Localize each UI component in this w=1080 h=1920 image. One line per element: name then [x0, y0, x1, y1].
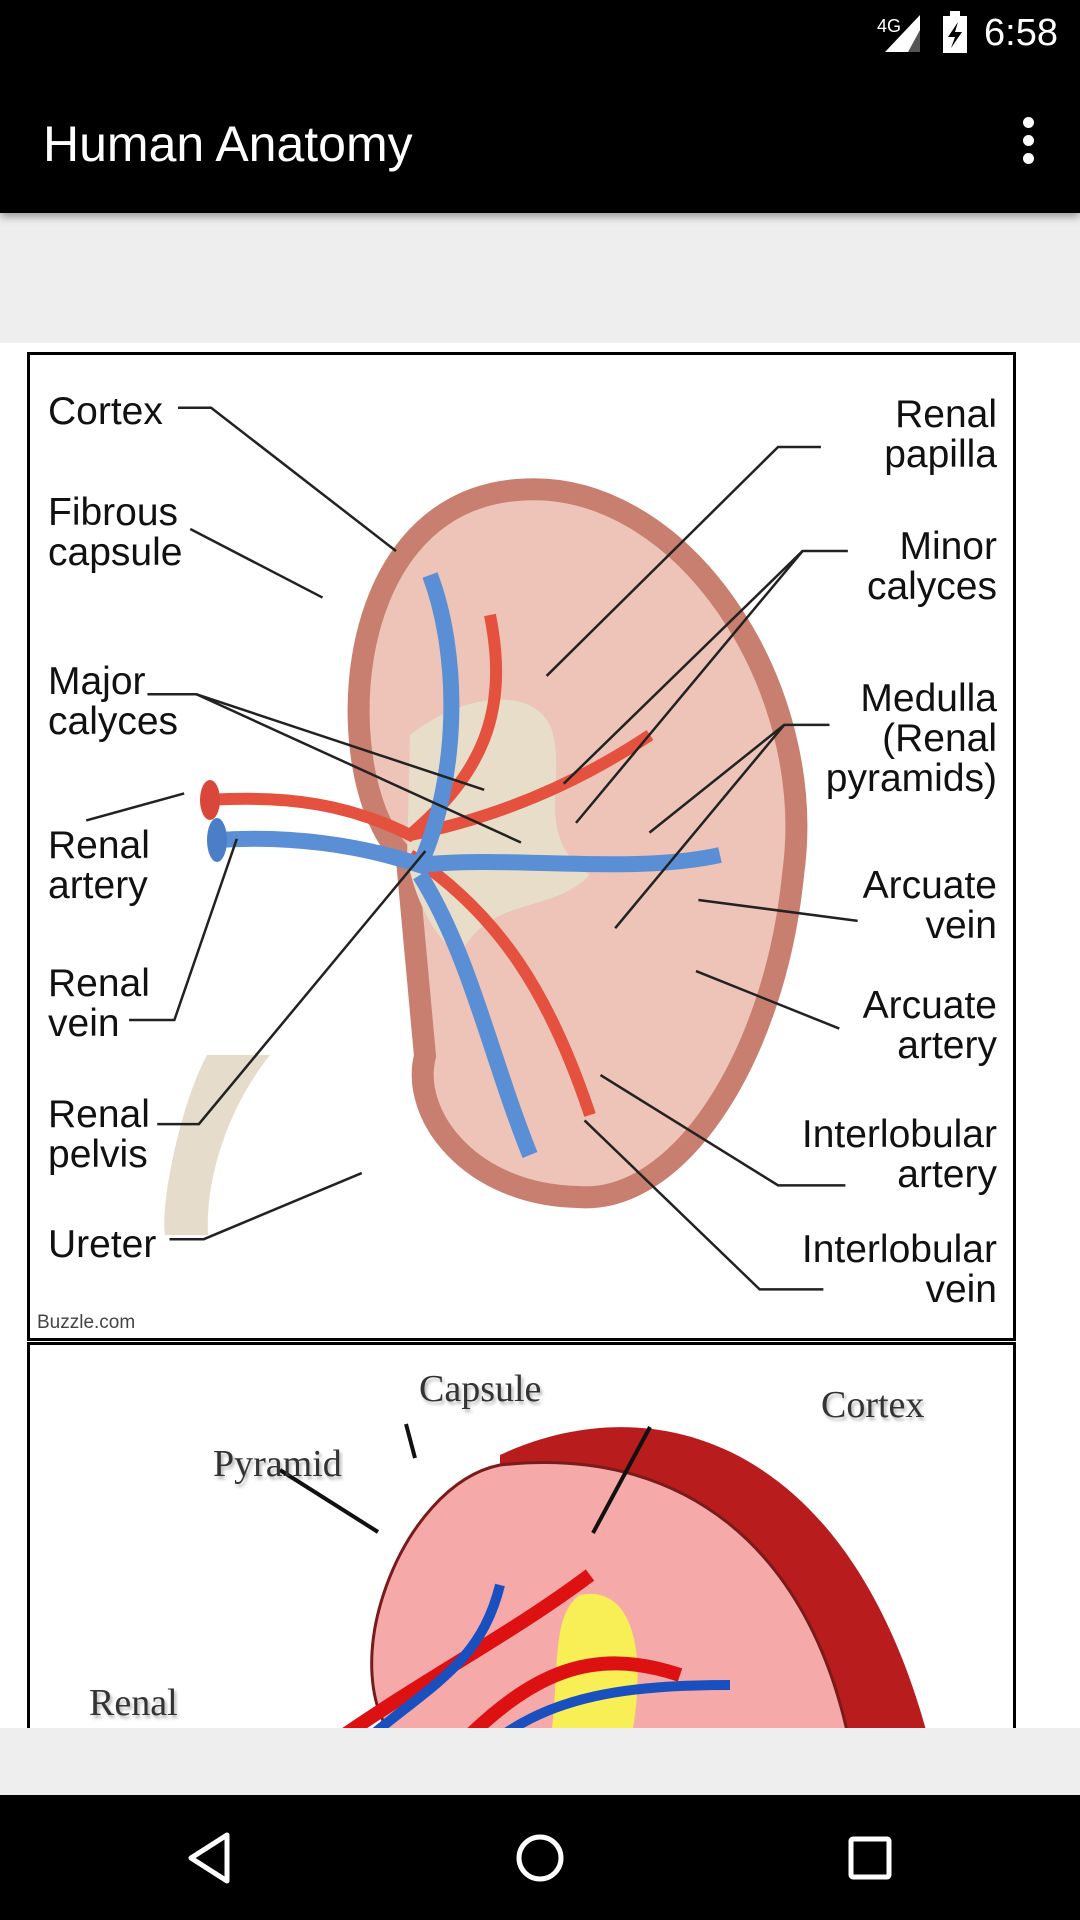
label-right-2: Medulla (Renal pyramids) — [825, 676, 997, 800]
label-right-3: Arcuate vein — [862, 864, 997, 948]
label-left-3: Renal artery — [48, 823, 150, 907]
leader-line — [169, 1171, 363, 1241]
label-right-4: Arcuate artery — [862, 984, 997, 1068]
home-icon[interactable] — [505, 1825, 575, 1891]
label-renal: Renal — [89, 1682, 178, 1724]
network-type: 4G — [877, 16, 901, 36]
leader-line — [85, 792, 185, 822]
label-left-5: Renal pelvis — [48, 1093, 150, 1177]
leader-line — [698, 898, 858, 923]
label-right-0: Renal papilla — [884, 392, 997, 476]
leader-line — [189, 527, 324, 599]
kidney-section-image: Capsule Pyramid Cortex Renal — [27, 1342, 1016, 1728]
leader-line — [583, 1119, 824, 1291]
nav-bar — [0, 1795, 1080, 1920]
image-credit: Buzzle.com — [37, 1312, 136, 1333]
signal-icon: 4G — [877, 11, 967, 53]
leader-line — [178, 406, 397, 553]
kidney-illustration — [85, 406, 858, 1291]
label-left-0: Cortex — [48, 390, 163, 434]
leader-line — [545, 445, 821, 677]
more-vert-icon[interactable] — [1018, 117, 1038, 167]
recents-icon[interactable] — [835, 1825, 905, 1891]
status-bar: 4G 6:58 — [0, 0, 1080, 75]
leader-line — [614, 724, 786, 929]
leader-line — [195, 693, 522, 844]
kidney-section-illustration — [278, 1423, 926, 1728]
label-right-5: Interlobular artery — [801, 1112, 997, 1196]
leader-line — [575, 550, 804, 824]
label-left-6: Ureter — [48, 1223, 157, 1267]
label-left-4: Renal vein — [48, 962, 150, 1046]
app-title: Human Anatomy — [43, 116, 413, 172]
label-pyramid: Pyramid — [213, 1443, 342, 1485]
back-icon[interactable] — [175, 1825, 245, 1891]
label-left-1: Fibrous capsule — [48, 490, 183, 574]
label-capsule: Capsule — [419, 1368, 542, 1410]
label-right-1: Minor calyces — [866, 525, 997, 609]
label-right-6: Interlobular vein — [801, 1227, 997, 1311]
label-left-2: Major calyces — [48, 659, 179, 743]
app-bar: Human Anatomy — [0, 75, 1080, 213]
label-cortex: Cortex — [821, 1384, 925, 1426]
leader-line — [695, 969, 840, 1030]
leader-line — [129, 838, 239, 1022]
leader-line — [599, 1074, 846, 1187]
clock: 6:58 — [984, 12, 1058, 54]
leader-line — [157, 850, 427, 1126]
